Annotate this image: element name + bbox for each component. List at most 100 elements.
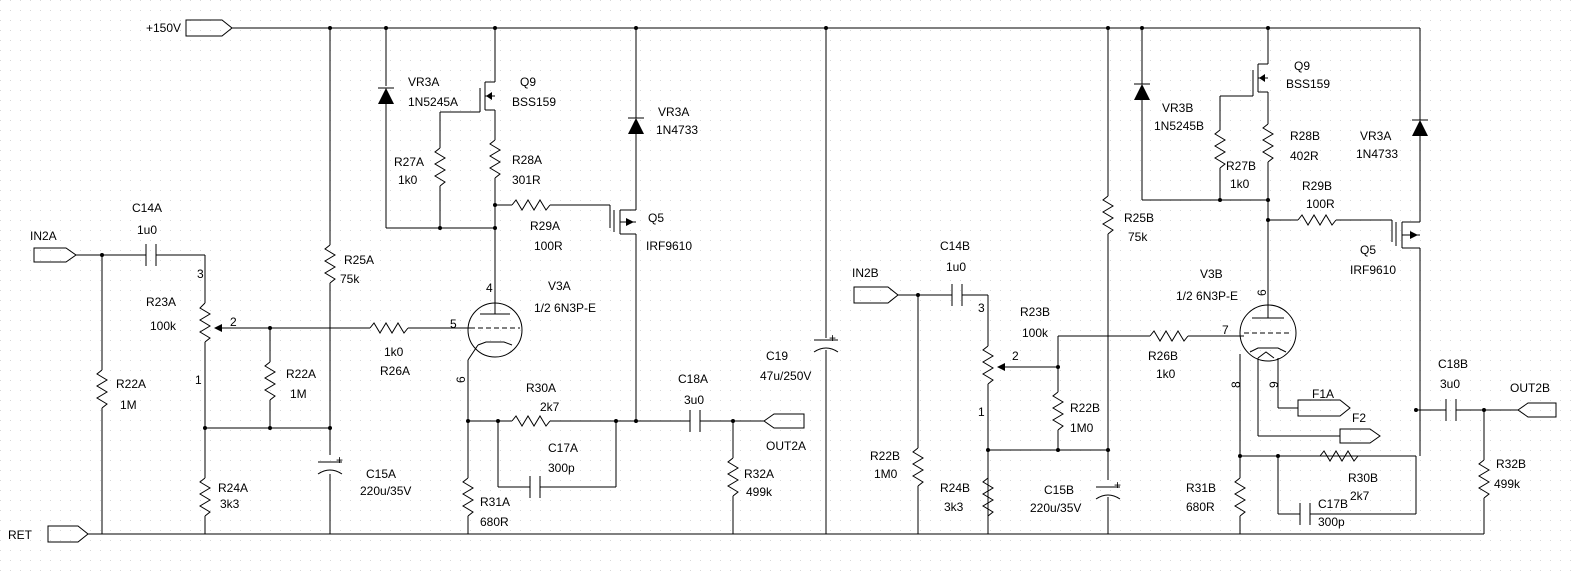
channel-a: IN2A C14A 1u0 R22A 1M 3 2 1 R23A 100k R2… [30, 26, 806, 534]
r29b-ref: R29B [1302, 179, 1332, 193]
r24b-ref: R24B [940, 481, 970, 495]
c15a-value: 220u/35V [360, 484, 411, 498]
f1a-port-flag [1297, 399, 1351, 417]
vr3b-value: 1N5245B [1154, 119, 1204, 133]
r30a-ref: R30A [526, 381, 556, 395]
c18b-value: 3u0 [1440, 377, 1460, 391]
c18a-ref: C18A [678, 372, 708, 386]
r24a-value: 3k3 [220, 497, 240, 511]
ret-label: RET [8, 528, 33, 542]
q5b-ref: Q5 [1360, 243, 1376, 257]
r23b-ref: R23B [1020, 305, 1050, 319]
vr3a-ref: VR3A [408, 75, 439, 89]
vr3b-ref: VR3B [1162, 101, 1193, 115]
v3b-ref: V3B [1200, 267, 1223, 281]
r30a-value: 2k7 [540, 400, 560, 414]
f2-port-flag [1339, 428, 1381, 444]
vr3a-value: 1N5245A [408, 95, 458, 109]
r29a-ref: R29A [530, 219, 560, 233]
c19-value: 47u/250V [760, 369, 811, 383]
r23b-pin2: 2 [1012, 349, 1019, 363]
c15a-polarity: + [336, 453, 343, 467]
r23a-pin1: 1 [195, 373, 202, 387]
c15a-ref: C15A [366, 467, 396, 481]
r31a-ref: R31A [480, 495, 510, 509]
q5a-value: IRF9610 [646, 239, 692, 253]
v3a-pin-k: 6 [454, 376, 468, 383]
vr3a2-value: 1N4733 [656, 123, 698, 137]
r22a-in-ref: R22A [116, 377, 146, 391]
r22a-value: 1M [290, 387, 307, 401]
ret-port-flag [47, 525, 89, 543]
r28b-value: 402R [1290, 149, 1319, 163]
r30b-ref: R30B [1348, 471, 1378, 485]
c19-ref: C19 [766, 349, 788, 363]
r25a-ref: R25A [344, 253, 374, 267]
v3b-pin-a: 6 [1255, 289, 1269, 296]
c17b-value: 300p [1318, 515, 1345, 529]
c18a-value: 3u0 [684, 393, 704, 407]
r23b-value: 100k [1022, 326, 1049, 340]
q5b-value: IRF9610 [1350, 263, 1396, 277]
r22a-in-value: 1M [120, 398, 137, 412]
r32b-ref: R32B [1496, 457, 1526, 471]
v3b-pin-g: 7 [1222, 323, 1229, 337]
c17b-ref: C17B [1318, 497, 1348, 511]
r23a-ref: R23A [146, 295, 176, 309]
v3a-pin-g: 5 [450, 317, 457, 331]
r25b-value: 75k [1128, 230, 1148, 244]
out2b-label: OUT2B [1510, 381, 1550, 395]
vr3a2-ref: VR3A [658, 105, 689, 119]
r24a-ref: R24A [218, 481, 248, 495]
c14a-ref: C14A [132, 201, 162, 215]
c17a-ref: C17A [548, 441, 578, 455]
v3a-ref: V3A [548, 279, 571, 293]
r27b-value: 1k0 [1230, 177, 1250, 191]
r28a-ref: R28A [512, 153, 542, 167]
r23a-pin2: 2 [230, 315, 237, 329]
r29a-value: 100R [534, 239, 563, 253]
r23a-pin3: 3 [197, 267, 204, 281]
v3a-value: 1/2 6N3P-E [534, 301, 596, 315]
r25b-ref: R25B [1124, 211, 1154, 225]
c15b-polarity: + [1114, 478, 1121, 492]
v3b-value: 1/2 6N3P-E [1176, 289, 1238, 303]
c14b-value: 1u0 [946, 260, 966, 274]
in2a-port-flag [33, 247, 77, 263]
r30b-value: 2k7 [1350, 489, 1370, 503]
in2b-label: IN2B [852, 266, 879, 280]
v3b-pin-k: 8 [1229, 381, 1243, 388]
r23b-pin1: 1 [978, 405, 985, 419]
r28b-ref: R28B [1290, 129, 1320, 143]
in2a-label: IN2A [30, 229, 57, 243]
c18b-ref: C18B [1438, 357, 1468, 371]
r23b-pin3: 3 [978, 301, 985, 315]
c14a-value: 1u0 [137, 223, 157, 237]
q9b-ref: Q9 [1294, 59, 1310, 73]
r28a-value: 301R [512, 173, 541, 187]
r32a-value: 499k [746, 485, 773, 499]
r24b-value: 3k3 [944, 500, 964, 514]
f1a-label: F1A [1312, 387, 1334, 401]
r31b-value: 680R [1186, 500, 1215, 514]
vplus-port-flag [185, 19, 233, 37]
r23a-value: 100k [150, 319, 177, 333]
vplus-label: +150V [146, 21, 181, 35]
c19-polarity: + [829, 331, 836, 345]
r26b-ref: R26B [1148, 349, 1178, 363]
r22b-value: 1M0 [1070, 421, 1094, 435]
r26a-value: 1k0 [384, 345, 404, 359]
r31a-value: 680R [480, 515, 509, 529]
r22a-ref: R22A [286, 367, 316, 381]
vr3a2b-value: 1N4733 [1356, 147, 1398, 161]
r25a-value: 75k [340, 272, 360, 286]
q9a-ref: Q9 [520, 75, 536, 89]
r27b-ref: R27B [1226, 159, 1256, 173]
out2a-port-flag [763, 413, 805, 429]
v3b-pin-h: 9 [1267, 381, 1281, 388]
in2b-port-flag [853, 286, 899, 304]
r29b-value: 100R [1306, 197, 1335, 211]
vr3a2b-ref: VR3A [1360, 129, 1391, 143]
